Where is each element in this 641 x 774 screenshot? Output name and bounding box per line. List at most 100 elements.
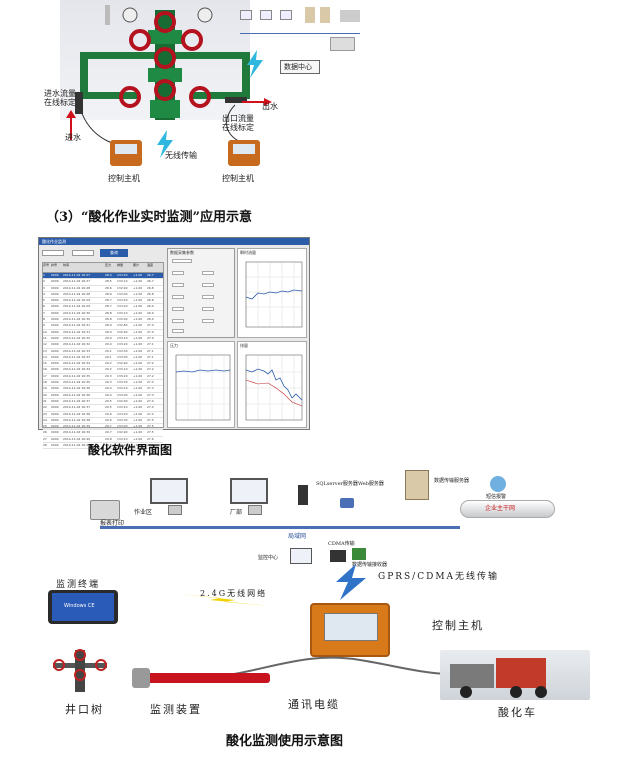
factory-label: 厂部 bbox=[230, 509, 243, 516]
table-cell: 2014-11-02 16:29 bbox=[63, 304, 91, 309]
software-param-panel: 数据采集参数 bbox=[167, 248, 235, 338]
table-cell: 0000 bbox=[51, 398, 59, 403]
factory-monitor bbox=[230, 478, 268, 504]
table-cell: 0000 bbox=[51, 405, 59, 410]
table-cell: 0000 bbox=[51, 304, 59, 309]
wireless-2-4g-label: 2.4G无线网络 bbox=[200, 589, 268, 598]
table-cell: 29.5 bbox=[105, 405, 112, 410]
report-print-label: 报表打印 bbox=[100, 520, 125, 527]
table-cell: 133.10 bbox=[117, 367, 128, 372]
software-chart-rate-plot bbox=[245, 354, 303, 421]
table-cell: +1.00 bbox=[133, 279, 143, 284]
sms-label: 短信报警 bbox=[486, 494, 507, 500]
table-cell: 27.1 bbox=[147, 354, 154, 359]
table-cell: 23 bbox=[43, 411, 47, 416]
table-cell: 25 bbox=[43, 424, 47, 429]
table-cell: 2014-11-02 16:32 bbox=[63, 335, 91, 340]
table-cell: 28.8 bbox=[105, 310, 112, 315]
inlet-arrow-icon bbox=[66, 110, 76, 140]
cdma-device bbox=[330, 550, 346, 562]
table-cell: 27.1 bbox=[147, 342, 154, 347]
outlet-calib-label: 在线标定 bbox=[222, 123, 254, 132]
table-cell: +1.00 bbox=[133, 273, 143, 277]
workstation-monitor bbox=[150, 478, 188, 504]
table-cell: +1.00 bbox=[133, 367, 143, 372]
table-cell: 133.20 bbox=[117, 411, 128, 416]
table-cell: 27.3 bbox=[147, 380, 154, 385]
software-chart-pressure: 压力 bbox=[167, 341, 235, 428]
table-cell: +1.00 bbox=[133, 417, 143, 422]
table-cell: 27.0 bbox=[147, 323, 154, 328]
table-cell: 2014-11-02 16:30 bbox=[63, 310, 91, 315]
caption-usage-diagram: 酸化监测使用示意图 bbox=[226, 734, 344, 749]
table-cell: 18 bbox=[43, 380, 47, 385]
table-cell: 19 bbox=[43, 386, 47, 391]
outlet-arrow-icon bbox=[242, 98, 272, 106]
table-cell: 133.10 bbox=[117, 335, 128, 340]
table-cell: 0000 bbox=[51, 386, 59, 391]
table-cell: 29.3 bbox=[105, 373, 112, 378]
software-search-button[interactable]: 查询 bbox=[100, 249, 128, 257]
table-cell: 27.3 bbox=[147, 386, 154, 391]
table-cell: +1.00 bbox=[133, 335, 143, 340]
table-cell: 26 bbox=[43, 430, 47, 435]
datacenter-label: 数据中心 bbox=[284, 63, 312, 71]
acid-truck-image bbox=[440, 650, 590, 700]
table-cell: 27.0 bbox=[147, 335, 154, 340]
table-cell: 0000 bbox=[51, 411, 59, 416]
table-cell: 2014-11-02 16:36 bbox=[63, 392, 91, 397]
datacenter-bolt-icon bbox=[247, 50, 263, 78]
table-cell: 2014-11-02 16:34 bbox=[63, 367, 91, 372]
gprs-label: GPRS/CDMA无线传输 bbox=[378, 572, 500, 582]
table-cell: +1.00 bbox=[133, 411, 143, 416]
data-server-label: 数据传输服务器 bbox=[434, 478, 470, 484]
table-cell: 27.2 bbox=[147, 361, 154, 366]
table-cell: 29.7 bbox=[105, 430, 112, 435]
table-cell: 27.2 bbox=[147, 373, 154, 378]
table-cell: 2014-11-02 16:37 bbox=[63, 405, 91, 410]
lan-bus-line bbox=[100, 526, 460, 529]
table-cell: 6 bbox=[43, 304, 45, 309]
outlet-flow-label: 出口流量 bbox=[222, 114, 254, 123]
table-cell: 16 bbox=[43, 367, 47, 372]
controller-left-label: 控制主机 bbox=[108, 174, 140, 183]
table-cell: +1.00 bbox=[133, 342, 143, 347]
inlet-flow-label: 进水流量 bbox=[44, 89, 76, 98]
table-cell: 133.00 bbox=[117, 354, 128, 359]
controller-left-device bbox=[110, 140, 142, 166]
table-cell: 2014-11-02 16:29 bbox=[63, 298, 91, 303]
table-cell: 2014-11-02 16:40 bbox=[63, 443, 91, 448]
monitor-device-label: 监测装置 bbox=[150, 703, 202, 716]
table-cell: 12 bbox=[43, 342, 47, 347]
table-cell: 0000 bbox=[51, 285, 59, 290]
table-cell: +1.00 bbox=[133, 430, 143, 435]
